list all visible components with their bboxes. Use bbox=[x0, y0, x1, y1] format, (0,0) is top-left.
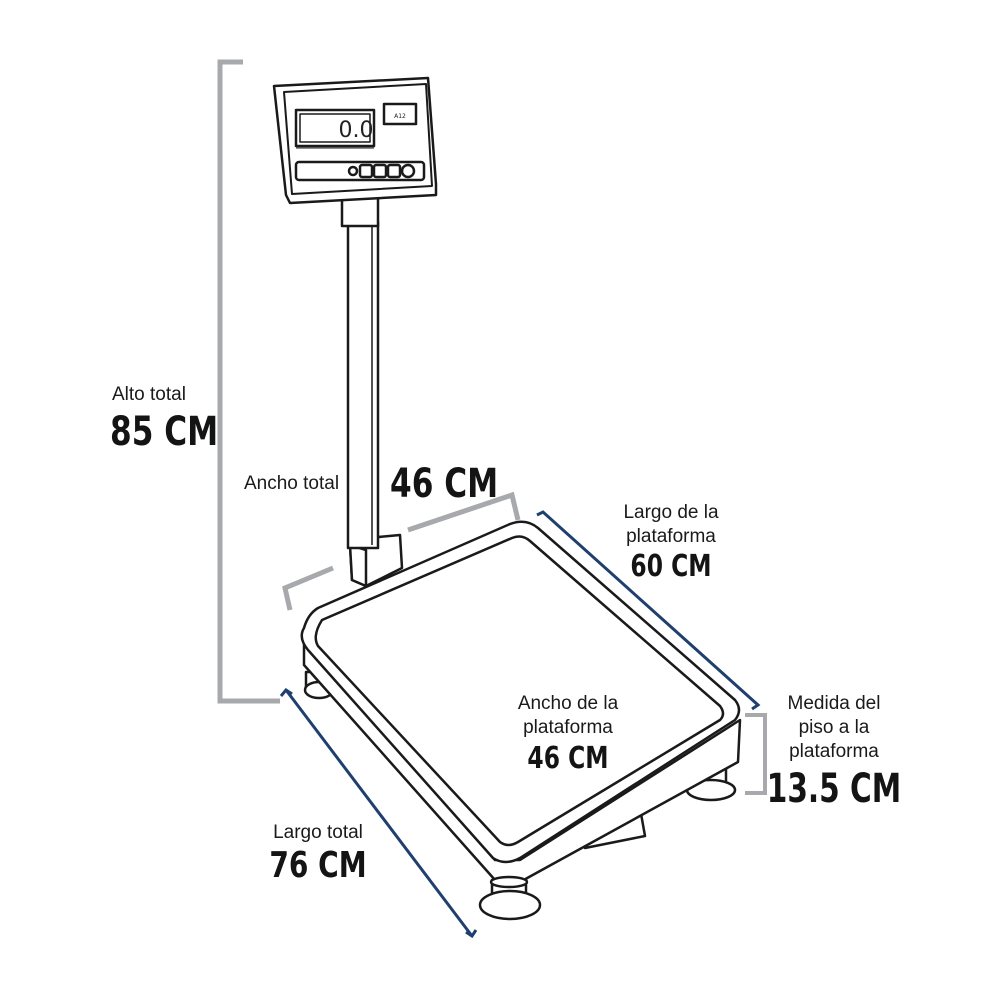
platform-inner bbox=[314, 535, 725, 847]
largo-total-label: Largo total bbox=[273, 822, 363, 843]
largo-plataforma-label-2: plataforma bbox=[626, 526, 716, 547]
label-largo-plataforma: Largo de la plataforma 60 CM bbox=[623, 502, 719, 584]
platform-top bbox=[300, 520, 741, 864]
platform-length-line bbox=[536, 510, 761, 711]
largo-plataforma-value: 60 CM bbox=[630, 549, 711, 584]
ancho-plataforma-label-2: plataforma bbox=[523, 717, 613, 738]
label-ancho-plataforma: Ancho de la plataforma 46 CM bbox=[518, 693, 619, 776]
alto-total-label: Alto total bbox=[112, 384, 186, 405]
height-bracket bbox=[217, 59, 280, 704]
alto-total-value: 85 CM bbox=[110, 409, 218, 455]
ancho-total-label: Ancho total bbox=[244, 473, 339, 494]
svg-text:A12: A12 bbox=[394, 113, 406, 120]
foot-front bbox=[478, 875, 542, 921]
total-length-line bbox=[279, 688, 478, 939]
column-neck bbox=[340, 196, 380, 228]
medida-piso-label-3: plataforma bbox=[789, 741, 879, 762]
weight-indicator: 0.0 A12 bbox=[272, 76, 438, 205]
key-button-2[interactable] bbox=[372, 163, 388, 179]
brand-badge bbox=[382, 102, 418, 126]
scale-illustration: 0.0 A12 bbox=[272, 76, 742, 921]
power-button[interactable] bbox=[347, 165, 359, 177]
largo-plataforma-label-1: Largo de la bbox=[623, 502, 719, 523]
key-button-1[interactable] bbox=[358, 163, 374, 179]
medida-piso-label-1: Medida del bbox=[788, 693, 881, 714]
display-value: 0.0 bbox=[339, 118, 374, 143]
medida-piso-value: 13.5 CM bbox=[767, 766, 901, 813]
width-bracket bbox=[282, 491, 521, 611]
label-largo-total: Largo total 76 CM bbox=[269, 822, 366, 886]
keypad-buttons bbox=[347, 163, 416, 179]
label-ancho-total: Ancho total 46 CM bbox=[244, 461, 498, 507]
key-button-3[interactable] bbox=[386, 163, 402, 179]
ancho-plataforma-value: 46 CM bbox=[527, 741, 608, 776]
ancho-plataforma-label-1: Ancho de la bbox=[518, 693, 619, 714]
label-alto-total: Alto total 85 CM bbox=[110, 384, 218, 455]
floor-height-bracket bbox=[745, 713, 767, 795]
key-button-4[interactable] bbox=[400, 163, 416, 179]
medida-piso-label-2: piso a la bbox=[799, 717, 870, 738]
largo-total-value: 76 CM bbox=[269, 844, 366, 886]
ancho-total-value: 46 CM bbox=[390, 461, 498, 507]
column-mount-front bbox=[348, 543, 368, 588]
column bbox=[346, 220, 380, 550]
label-medida-piso: Medida del piso a la plataforma 13.5 CM bbox=[767, 693, 901, 812]
